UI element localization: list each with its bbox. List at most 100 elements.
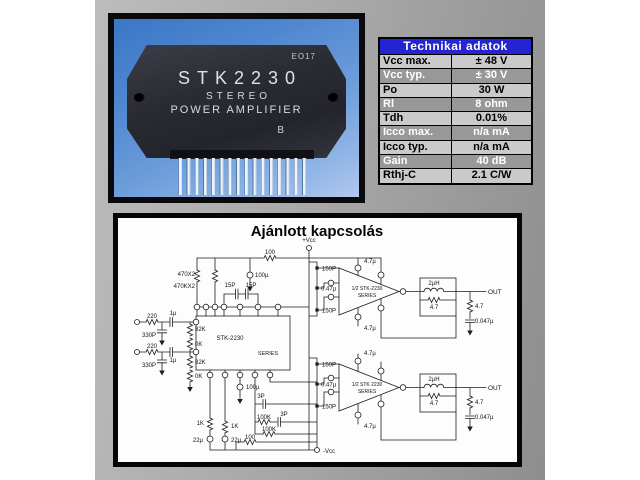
schematic-label: 4.7µ (364, 351, 376, 357)
schematic-label: 4.7 (430, 401, 439, 407)
schematic-label: 4.7µ (364, 326, 376, 332)
schematic-label: OUT (488, 385, 502, 392)
spec-value: n/a mA (473, 126, 510, 139)
spec-label: Rl (380, 97, 452, 112)
schematic-label: 100K (257, 415, 271, 421)
chip-pins (176, 158, 308, 195)
schematic-label: SERIES (258, 351, 279, 357)
output-coil-lower (423, 383, 445, 388)
output-box-lower (419, 373, 457, 413)
schematic-label: OUT (488, 289, 502, 296)
schematic-label: 0.47µ (321, 383, 337, 389)
schematic-label: 0.047µ (475, 319, 494, 325)
electrolytic-capacitors (206, 264, 385, 443)
schematic-title: Ajánlott kapcsolás (251, 223, 384, 240)
schematic-label: 1µ (170, 358, 177, 364)
spec-row: Gain 40 dB (380, 155, 531, 170)
spec-value: 30 W (478, 83, 505, 96)
schematic-label: 0.47µ (321, 287, 337, 293)
output-box-upper (419, 277, 457, 317)
ic-package: EO17 STK2230 STEREO POWER AMPLIFIER B (127, 45, 346, 158)
spec-label: Icco typ. (380, 140, 452, 155)
schematic-label: 4.7 (475, 304, 484, 310)
schematic-label: 2µH (428, 281, 439, 287)
schematic-label: +Vcc (302, 238, 316, 244)
schematic-label: STK-2230 (216, 336, 244, 342)
spec-label: Icco max. (380, 126, 452, 140)
schematic-label: 470KX2 (174, 284, 196, 290)
schematic-label: 470X2 (178, 272, 196, 278)
schematic-drawing: Ajánlott kapcsolás (134, 223, 502, 455)
specs-table-body: Vcc max. ± 48 V Vcc typ. ± 30 V Po 30 W Rl 8 oh… (380, 55, 531, 183)
spec-value: 2.1 C/W (471, 169, 512, 182)
schematic-label: 220 (147, 314, 158, 320)
schematic-label: 1K (197, 421, 204, 427)
schematic-label: 15P (225, 283, 236, 289)
schematic-label: 330P (142, 333, 156, 339)
schematic-label: 1K (231, 424, 238, 430)
schematic-label: 100 (245, 435, 256, 441)
spec-label: Rthj-C (380, 169, 452, 183)
spec-row: Tdh 0.01% (380, 112, 531, 127)
schematic-label: 220 (147, 344, 158, 350)
schematic-label: 0.047µ (475, 415, 494, 421)
schematic-label: 1µ (170, 311, 177, 317)
spec-value: n/a mA (473, 140, 510, 153)
schematic-label: 4.7 (430, 305, 439, 311)
schematic-label: 100K (262, 427, 276, 433)
spec-value: ± 48 V (475, 55, 508, 67)
schematic-label: 1/2 STK 2230 (352, 382, 383, 388)
schematic-label: 1/2 STK-2230 (352, 286, 383, 292)
spec-label: Vcc typ. (380, 69, 452, 83)
schematic-label: 100 (265, 250, 276, 256)
chip-amplifier-label: POWER AMPLIFIER (170, 104, 303, 116)
spec-label: Tdh (380, 112, 452, 126)
schematic-label: SERIES (358, 293, 377, 299)
spec-value: 8 ohm (475, 97, 508, 110)
schematic-label: 82K (195, 327, 206, 333)
schematic-label: 150P (322, 405, 336, 411)
chip-part-number: STK2230 (177, 68, 303, 88)
pin-root-shadow (170, 150, 314, 159)
schematic-label: 15P (246, 283, 257, 289)
schematic-label: 3P (257, 394, 264, 400)
schematic-label: 22µ (193, 438, 204, 444)
rail-capacitors (315, 266, 319, 408)
mounting-hole-right (328, 93, 339, 102)
spec-value: ± 30 V (475, 69, 508, 82)
schematic-label: SERIES (358, 389, 377, 395)
schematic-label: 4.7µ (364, 259, 376, 265)
schematic-label: 100µ (246, 385, 260, 391)
spec-row: Icco typ. n/a mA (380, 140, 531, 156)
schematic-label: 0K (195, 342, 202, 348)
spec-label: Po (380, 83, 452, 97)
schematic-label: 2µH (428, 377, 439, 383)
output-coil-upper (423, 287, 445, 292)
schematic-label: 150P (322, 309, 336, 315)
mounting-hole-left (134, 93, 145, 102)
schematic-label: 3P (280, 412, 287, 418)
schematic-label: 0K (195, 374, 202, 380)
chip-rev-letter: B (277, 125, 284, 136)
schematic-labels-layer: +Vcc 100 100µ 470X2 470KX2 15P 15P 150P 0.47µ 150… (142, 238, 502, 455)
spec-value: 40 dB (476, 155, 507, 168)
opamp-upper (338, 267, 401, 316)
chip-stereo-label: STEREO (205, 91, 272, 102)
schematic-label: 150P (322, 363, 336, 369)
schematic-label: 22µ (231, 438, 242, 444)
schematic-label: 330P (142, 363, 156, 369)
chip-photo: EO17 STK2230 STEREO POWER AMPLIFIER B (114, 19, 359, 197)
pin-circles (134, 245, 407, 453)
chip-photo-frame: EO17 STK2230 STEREO POWER AMPLIFIER B (108, 13, 365, 203)
spec-label: Gain (380, 155, 452, 169)
schematic-label: 150P (322, 267, 336, 273)
spec-row: Vcc typ. ± 30 V (380, 69, 531, 84)
opamp-lower (338, 363, 401, 412)
schematic-label: -Vcc (323, 449, 335, 455)
spec-value: 0.01% (475, 112, 508, 125)
spec-label: Vcc max. (380, 55, 452, 69)
schematic-label: 82K (195, 360, 206, 366)
spec-row: Rl 8 ohm (380, 97, 531, 113)
